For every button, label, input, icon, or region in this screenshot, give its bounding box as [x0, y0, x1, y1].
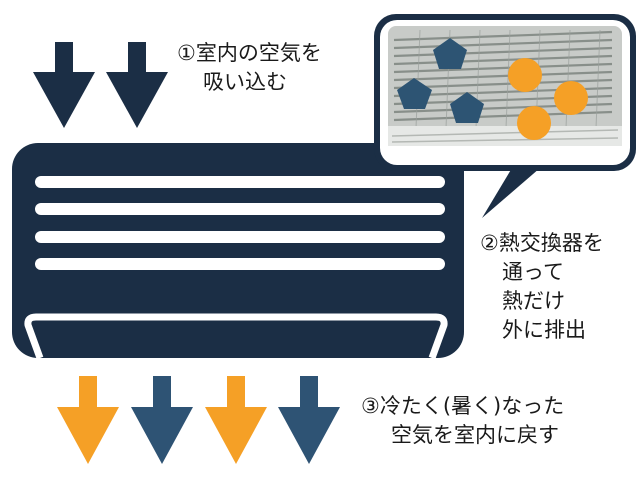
step-exchange-line2: 通って [502, 260, 564, 284]
air-conditioner-unit [12, 143, 464, 360]
step-exchange-line3: 熱だけ [502, 289, 565, 313]
output-arrow-orange-2-icon [205, 376, 267, 464]
vent-slat [35, 258, 445, 270]
intake-arrow-right-icon [106, 42, 168, 128]
step-exchange-label: ②熱交換器を 通って 熱だけ 外に排出 [480, 229, 604, 345]
intake-arrow-left-icon [33, 42, 95, 128]
pentagon-icon [433, 38, 467, 69]
step-output-line2: 空気を室内に戻す [391, 423, 559, 447]
circle-icon [517, 106, 551, 140]
step-intake-line1: ①室内の空気を [177, 41, 322, 65]
vent-slat [35, 231, 445, 243]
circle-icon [508, 58, 542, 92]
output-arrow-blue-2-icon [278, 376, 340, 464]
circle-icon [554, 81, 588, 115]
step-exchange-line1: ②熱交換器を [480, 231, 604, 255]
vent-slat [35, 176, 445, 188]
step-output-line1: ③冷たく(暑く)なった [361, 394, 565, 418]
output-arrow-orange-1-icon [57, 376, 119, 464]
louver [24, 313, 448, 360]
step-intake-label: ①室内の空気を 吸い込む [177, 39, 322, 97]
pentagon-icon [397, 78, 432, 109]
step-output-label: ③冷たく(暑く)なった 空気を室内に戻す [361, 392, 564, 450]
output-arrow-blue-1-icon [131, 376, 193, 464]
vent-slat [35, 203, 445, 215]
step-intake-line2: 吸い込む [203, 70, 287, 94]
heat-exchanger-callout [374, 14, 636, 218]
pentagon-icon [450, 92, 484, 123]
step-exchange-line4: 外に排出 [502, 318, 586, 342]
